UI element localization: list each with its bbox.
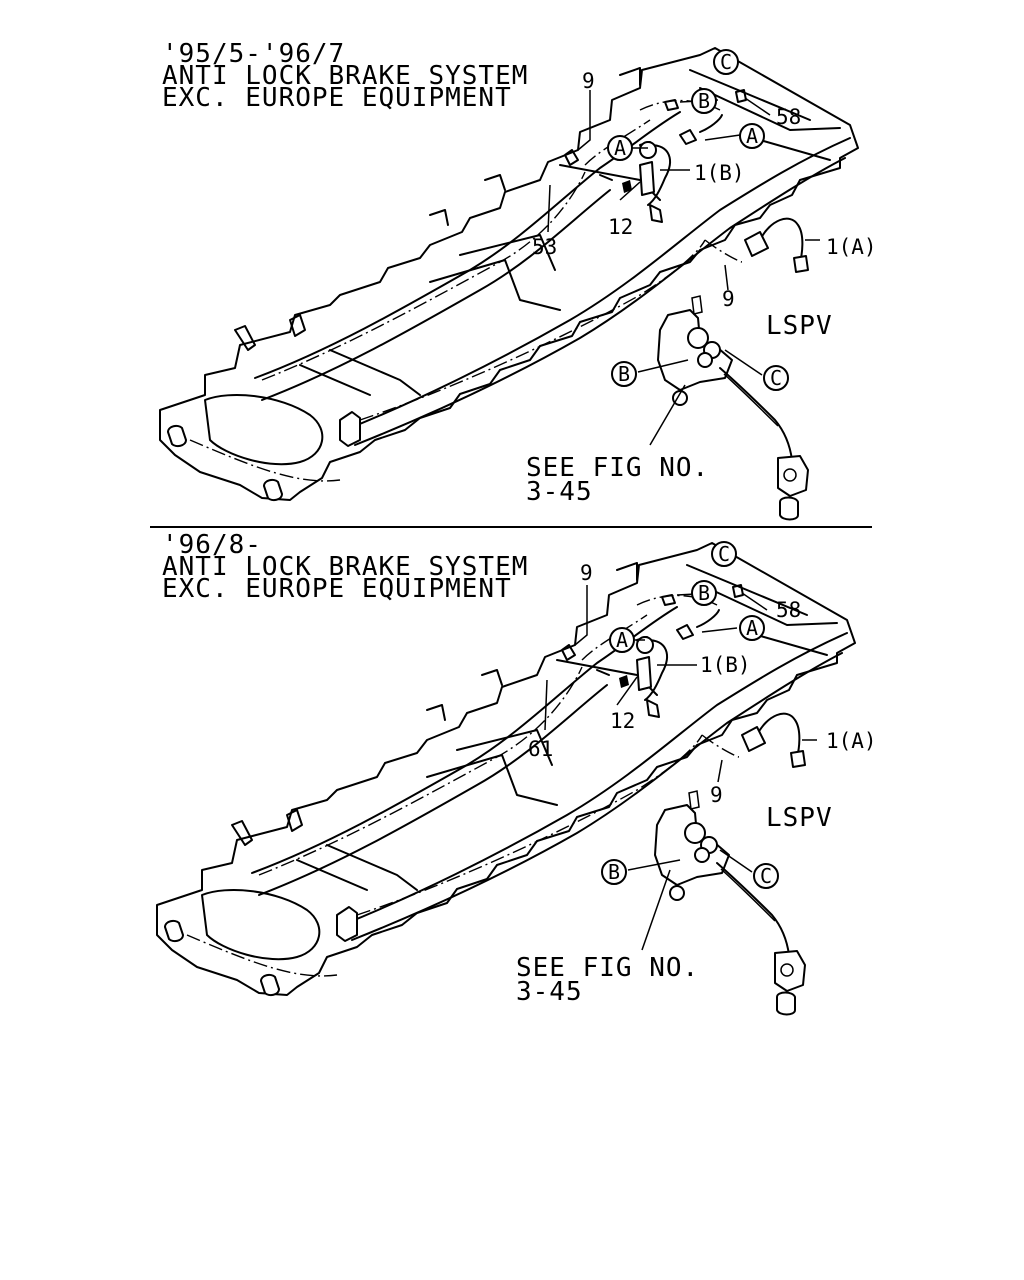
part-label-1b: 1(B) [700,653,751,677]
part-label-53: 53 [532,235,557,259]
leader-line [704,134,741,141]
diagram-panel-early: '95/5-'96/7 ANTI LOCK BRAKE SYSTEM EXC. … [159,39,877,521]
part-label-9-lower: 9 [710,783,723,807]
svg-text:B: B [618,362,630,386]
svg-text:B: B [698,89,710,113]
svg-text:C: C [720,50,732,74]
svg-text:A: A [616,628,628,652]
svg-text:C: C [770,366,782,390]
panel-date-range: '95/5-'96/7 [162,39,345,69]
svg-text:C: C [718,542,730,566]
part-label-9-upper: 9 [580,561,593,585]
leader-line [619,181,641,201]
callout-a-right: A [739,123,765,149]
lspv-label: LSPV [766,803,833,833]
chassis-frame-drawing [159,47,859,521]
callout-a-right: A [739,615,765,641]
see-figure-number: 3-45 [516,977,583,1007]
panel-date-range: '96/8- [162,530,262,560]
chassis-frame-drawing [156,542,856,1016]
svg-text:A: A [614,136,626,160]
leader-line [717,759,723,783]
callout-c-upper: C [711,541,737,567]
leader-line [627,859,681,871]
svg-text:B: B [698,581,710,605]
callout-b-lspv: B [601,859,627,885]
part-label-9-lower: 9 [722,287,735,311]
leader-line [577,90,591,151]
leader-line [544,679,548,731]
part-label-58: 58 [776,105,801,129]
callout-c-lspv: C [763,365,789,391]
part-label-12: 12 [610,709,635,733]
panel-equipment-note: EXC. EUROPE EQUIPMENT [162,574,512,604]
part-label-1a: 1(A) [826,729,877,753]
callout-a-left: A [607,135,633,161]
part-label-12: 12 [608,215,633,239]
leader-line [741,592,768,611]
diagram-panel-late: '96/8- ANTI LOCK BRAKE SYSTEM EXC. EUROP… [156,530,877,1016]
callout-b-upper: B [691,88,717,114]
svg-text:A: A [746,616,758,640]
leader-line [637,359,689,373]
see-figure-number: 3-45 [526,477,593,507]
leader-line [547,184,551,233]
leader-line [724,349,763,376]
part-label-58: 58 [776,598,801,622]
leader-line [616,676,638,706]
leader-line [701,627,738,633]
callout-b-upper: B [691,580,717,606]
leader-line [719,849,753,873]
svg-text:A: A [746,124,758,148]
panel-equipment-note: EXC. EUROPE EQUIPMENT [162,83,512,113]
svg-text:B: B [608,860,620,884]
panel-system-title: ANTI LOCK BRAKE SYSTEM [162,552,528,582]
callout-b-lspv: B [611,361,637,387]
svg-text:C: C [760,864,772,888]
panel-system-title: ANTI LOCK BRAKE SYSTEM [162,61,528,91]
callout-a-left: A [609,627,635,653]
leader-line [724,264,729,291]
leader-line [744,97,771,116]
callout-c-lspv: C [753,863,779,889]
leader-line [649,384,686,446]
leader-line [641,869,671,951]
lspv-label: LSPV [766,311,833,341]
part-label-1b: 1(B) [694,161,745,185]
part-label-61: 61 [528,737,553,761]
see-figure-reference: SEE FIG NO. [516,953,699,983]
part-label-9-upper: 9 [582,69,595,93]
leader-line [574,585,588,646]
see-figure-reference: SEE FIG NO. [526,453,709,483]
part-label-1a: 1(A) [826,235,877,259]
callout-c-upper: C [713,49,739,75]
